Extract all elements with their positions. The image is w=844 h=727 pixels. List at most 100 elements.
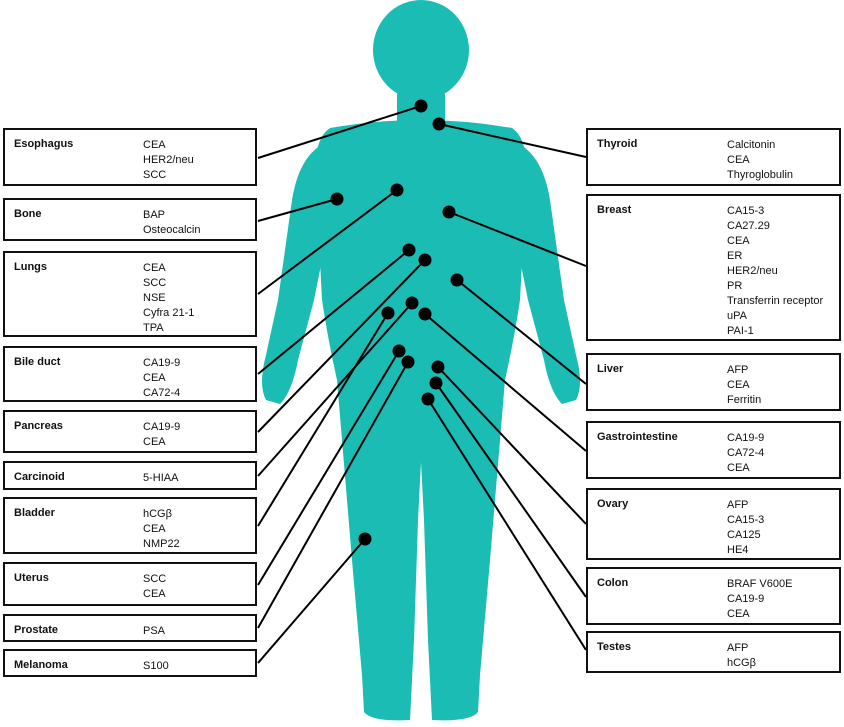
- organ-dot-melanoma: [358, 532, 372, 546]
- organ-box-bladder: Bladder hCGβ CEA NMP22: [3, 497, 257, 554]
- marker: Transferrin receptor: [727, 295, 824, 307]
- marker: NMP22: [143, 538, 180, 550]
- marker-list-melanoma: S100: [143, 659, 169, 674]
- marker-list-bile-duct: CA19-9 CEA CA72-4: [143, 356, 180, 401]
- connector-line-gastrointestine: [424, 313, 587, 452]
- marker-list-bladder: hCGβ CEA NMP22: [143, 507, 180, 552]
- organ-dots: [330, 99, 464, 546]
- marker-list-prostate: PSA: [143, 624, 165, 639]
- organ-box-colon: Colon BRAF V600E CA19-9 CEA: [586, 567, 841, 625]
- marker: CA27.29: [727, 220, 770, 232]
- marker-list-bone: BAP Osteocalcin: [143, 208, 200, 238]
- organ-box-breast: Breast CA15-3 CA27.29 CEA ER HER2/neu PR…: [586, 194, 841, 341]
- marker: PSA: [143, 625, 166, 637]
- organ-dot-breast: [442, 205, 456, 219]
- organ-name-prostate: Prostate: [14, 624, 59, 636]
- organ-box-carcinoid: Carcinoid 5-HIAA: [3, 461, 257, 490]
- organ-box-prostate: Prostate PSA: [3, 614, 257, 642]
- marker: CEA: [727, 379, 750, 391]
- connector-line-bone: [257, 198, 338, 222]
- marker: CEA: [143, 139, 166, 151]
- connector-line-breast: [448, 211, 587, 267]
- organ-box-esophagus: Esophagus CEA HER2/neu SCC: [3, 128, 257, 186]
- marker: SCC: [143, 573, 167, 585]
- connector-line-uterus: [257, 350, 400, 586]
- organ-dot-lungs: [390, 183, 404, 197]
- marker: CEA: [727, 235, 750, 247]
- organ-name-bone: Bone: [14, 208, 42, 220]
- marker: CA19-9: [727, 432, 765, 444]
- organ-dot-carcinoid: [405, 296, 419, 310]
- marker: Ferritin: [727, 394, 762, 406]
- marker: CEA: [727, 462, 750, 474]
- connector-line-carcinoid: [257, 302, 413, 477]
- marker: hCGβ: [727, 657, 756, 669]
- marker: SCC: [143, 169, 167, 181]
- marker: Calcitonin: [727, 139, 776, 151]
- marker: S100: [143, 660, 169, 672]
- organ-dot-testes: [421, 392, 435, 406]
- marker: TPA: [143, 322, 164, 334]
- marker: uPA: [727, 310, 747, 322]
- organ-dot-bone: [330, 192, 344, 206]
- organ-box-thyroid: Thyroid Calcitonin CEA Thyroglobulin: [586, 128, 841, 186]
- connector-line-lungs: [257, 189, 398, 295]
- organ-dot-uterus: [392, 344, 406, 358]
- marker: CA19-9: [727, 593, 765, 605]
- marker-list-testes: AFP hCGβ: [727, 641, 756, 671]
- marker: CEA: [143, 372, 166, 384]
- organ-name-testes: Testes: [597, 641, 632, 653]
- organ-box-gastrointestine: Gastrointestine CA19-9 CA72-4 CEA: [586, 421, 841, 479]
- marker: PAI-1: [727, 325, 754, 337]
- marker: CEA: [727, 154, 750, 166]
- organ-box-pancreas: Pancreas CA19-9 CEA: [3, 410, 257, 453]
- head-shape: [373, 0, 469, 100]
- connector-line-melanoma: [257, 538, 366, 664]
- organ-name-breast: Breast: [597, 204, 632, 216]
- marker: CA19-9: [143, 357, 181, 369]
- marker: CEA: [143, 588, 166, 600]
- organ-dot-pancreas: [418, 253, 432, 267]
- connector-line-prostate: [257, 361, 409, 629]
- right-arm-shape: [510, 140, 580, 404]
- connector-line-bladder: [257, 312, 389, 527]
- marker: AFP: [727, 364, 749, 376]
- connector-line-colon: [435, 382, 587, 598]
- marker: HER2/neu: [727, 265, 778, 277]
- connector-line-bile-duct: [257, 249, 410, 375]
- organ-name-melanoma: Melanoma: [14, 659, 68, 671]
- organ-name-lungs: Lungs: [14, 261, 47, 273]
- organ-box-bone: Bone BAP Osteocalcin: [3, 198, 257, 241]
- marker: Osteocalcin: [143, 224, 201, 236]
- connector-line-esophagus: [257, 105, 422, 159]
- marker: CEA: [143, 436, 166, 448]
- connector-lines: [257, 105, 587, 664]
- organ-dot-ovary: [431, 360, 445, 374]
- marker-list-lungs: CEA SCC NSE Cyfra 21-1 TPA: [143, 261, 194, 336]
- torso-legs-shape: [315, 120, 527, 721]
- organ-box-testes: Testes AFP hCGβ: [586, 631, 841, 673]
- marker: CEA: [143, 262, 166, 274]
- organ-name-carcinoid: Carcinoid: [14, 471, 65, 483]
- marker: AFP: [727, 499, 749, 511]
- organ-box-bile-duct: Bile duct CA19-9 CEA CA72-4: [3, 346, 257, 402]
- marker: CA15-3: [727, 514, 765, 526]
- marker: SCC: [143, 277, 167, 289]
- marker: hCGβ: [143, 508, 172, 520]
- marker-list-colon: BRAF V600E CA19-9 CEA: [727, 577, 792, 622]
- marker: AFP: [727, 642, 749, 654]
- marker: CA15-3: [727, 205, 765, 217]
- marker: Thyroglobulin: [727, 169, 794, 181]
- marker: CEA: [143, 523, 166, 535]
- organ-box-lungs: Lungs CEA SCC NSE Cyfra 21-1 TPA: [3, 251, 257, 337]
- marker: BAP: [143, 209, 166, 221]
- marker-list-gastrointestine: CA19-9 CA72-4 CEA: [727, 431, 764, 476]
- organ-box-melanoma: Melanoma S100: [3, 649, 257, 677]
- organ-dot-esophagus: [414, 99, 428, 113]
- marker-list-liver: AFP CEA Ferritin: [727, 363, 761, 408]
- marker-list-ovary: AFP CA15-3 CA125 HE4: [727, 498, 764, 558]
- marker: BRAF V600E: [727, 578, 793, 590]
- marker: ER: [727, 250, 743, 262]
- marker-list-esophagus: CEA HER2/neu SCC: [143, 138, 194, 183]
